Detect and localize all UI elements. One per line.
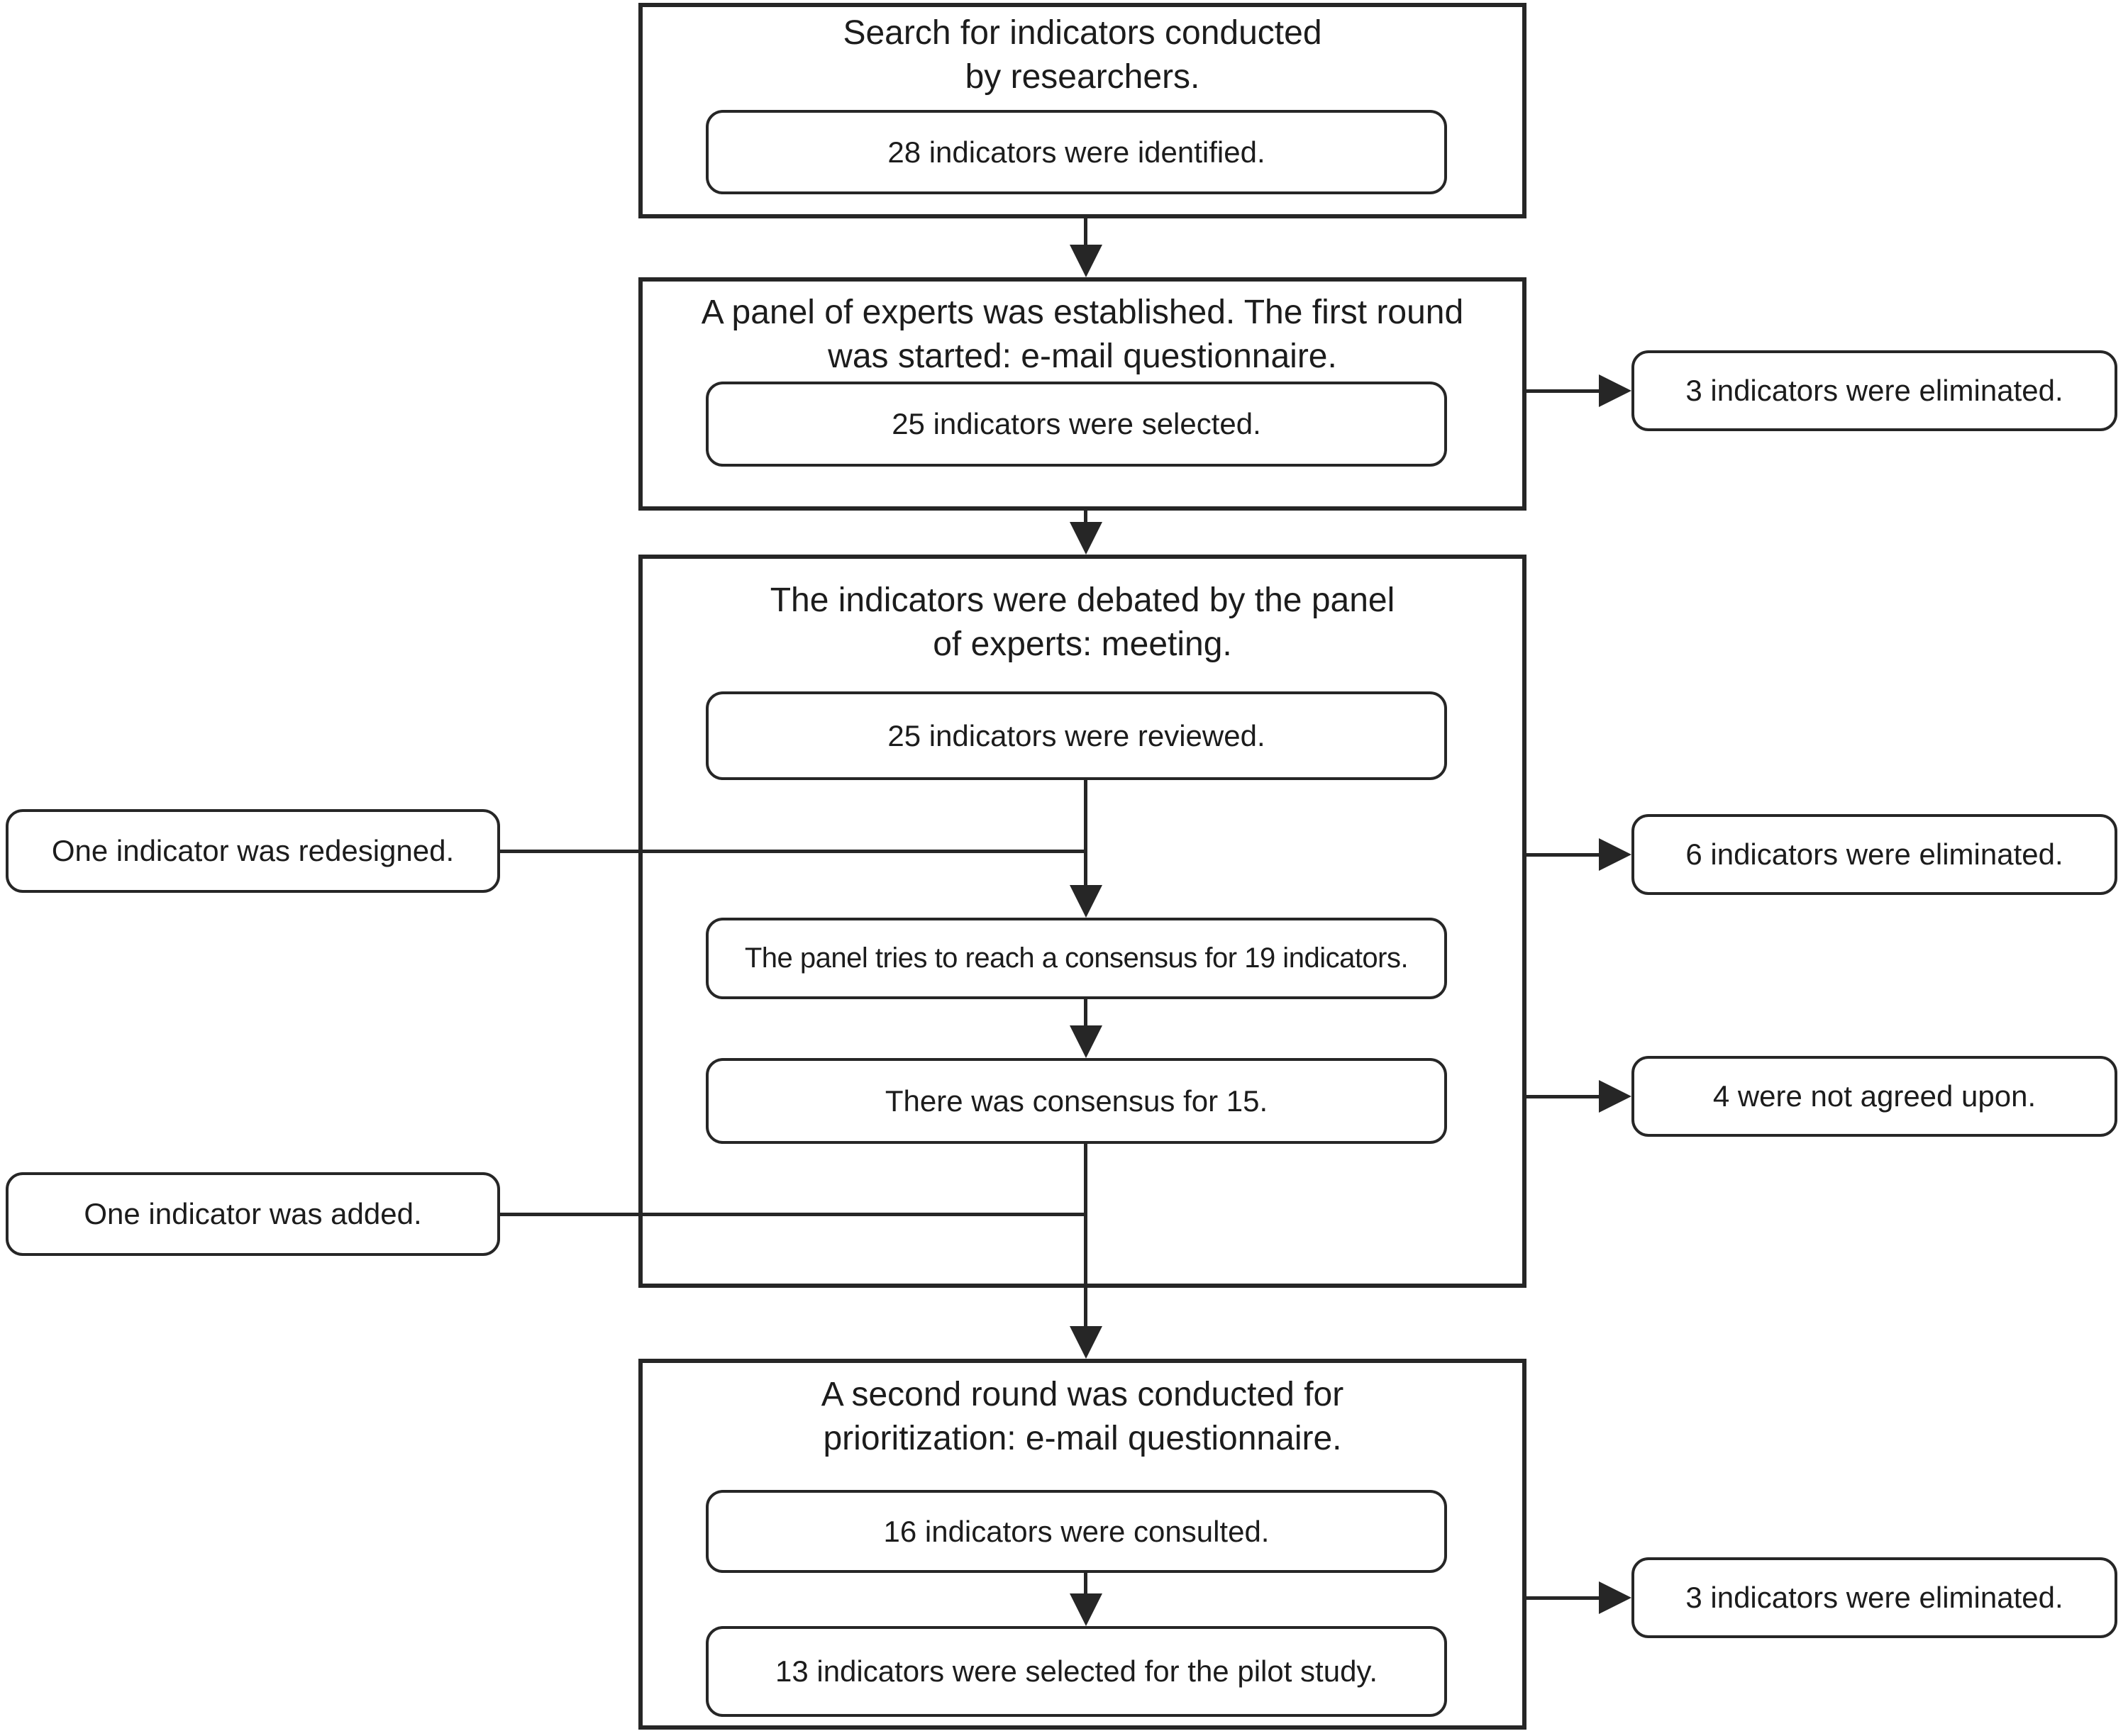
stage4-title-line2: prioritization: e-mail questionnaire. [823,1420,1342,1457]
stage3-title-line1: The indicators were debated by the panel [770,582,1395,619]
stage3-not-agreed-text: 4 were not agreed upon. [1712,1079,2036,1113]
connector-try-consensus-arrowhead [1070,1025,1102,1058]
stage3-redesigned-text: One indicator was redesigned. [51,834,455,867]
stage3-added-text: One indicator was added. [84,1197,422,1230]
connector-stage2-eliminated-arrowhead [1599,374,1631,407]
stage4-consulted-text: 16 indicators were consulted. [883,1514,1270,1548]
stage2-title-line2: was started: e-mail questionnaire. [828,338,1337,375]
stage3-added-box: One indicator was added. [6,1172,500,1256]
stage1-result-text: 28 indicators were identified. [887,135,1265,169]
connector-redesigned-line [500,850,1087,853]
stage2-eliminated-box: 3 indicators were eliminated. [1631,350,2117,431]
connector-stage2-stage3-line [1084,511,1087,523]
connector-stage3-stage4-arrowhead [1070,1326,1102,1359]
connector-stage3-eliminated-arrowhead [1599,838,1631,871]
connector-not-agreed-arrowhead [1599,1080,1631,1113]
stage3-consensus-try-text: The panel tries to reach a consensus for… [744,942,1409,974]
connector-stage2-stage3-arrowhead [1070,522,1102,555]
stage1-title: Search for indicators conducted by resea… [638,11,1526,99]
connector-reviewed-consensus-arrowhead [1070,885,1102,918]
stage3-reviewed-box: 25 indicators were reviewed. [706,691,1447,780]
stage4-title: A second round was conducted for priorit… [638,1373,1526,1461]
connector-try-consensus-line [1084,999,1087,1027]
stage4-consulted-box: 16 indicators were consulted. [706,1490,1447,1573]
connector-stage1-stage2-arrowhead [1070,245,1102,277]
stage4-selected-text: 13 indicators were selected for the pilo… [775,1654,1378,1688]
stage3-reviewed-text: 25 indicators were reviewed. [887,718,1265,752]
stage1-result-box: 28 indicators were identified. [706,110,1447,194]
stage3-eliminated-box: 6 indicators were eliminated. [1631,814,2117,895]
stage3-not-agreed-box: 4 were not agreed upon. [1631,1056,2117,1137]
stage3-consensus-text: There was consensus for 15. [885,1084,1268,1118]
stage2-result-text: 25 indicators were selected. [892,407,1261,440]
stage3-eliminated-text: 6 indicators were eliminated. [1685,838,2063,871]
stage4-eliminated-box: 3 indicators were eliminated. [1631,1557,2117,1638]
stage4-eliminated-text: 3 indicators were eliminated. [1685,1581,2063,1614]
stage3-redesigned-box: One indicator was redesigned. [6,809,500,893]
connector-stage3-stage4-line [1084,1144,1087,1328]
connector-not-agreed-line [1526,1095,1600,1098]
connector-stage3-eliminated-line [1526,853,1600,857]
stage3-title: The indicators were debated by the panel… [638,579,1526,667]
connector-consulted-selected-arrowhead [1070,1593,1102,1626]
stage4-title-line1: A second round was conducted for [821,1376,1344,1413]
stage2-result-box: 25 indicators were selected. [706,382,1447,467]
stage3-title-line2: of experts: meeting. [933,625,1232,663]
stage2-title-line1: A panel of experts was established. The … [701,294,1464,331]
connector-stage4-eliminated-arrowhead [1599,1581,1631,1614]
stage1-title-line1: Search for indicators conducted [843,14,1322,52]
stage2-title: A panel of experts was established. The … [638,291,1526,379]
stage3-consensus-box: There was consensus for 15. [706,1058,1447,1144]
stage4-selected-box: 13 indicators were selected for the pilo… [706,1626,1447,1717]
connector-reviewed-consensus-line [1084,780,1087,886]
connector-stage2-eliminated-line [1526,389,1600,393]
connector-consulted-selected-line [1084,1573,1087,1595]
stage1-title-line2: by researchers. [965,58,1200,96]
connector-stage4-eliminated-line [1526,1596,1600,1600]
stage2-eliminated-text: 3 indicators were eliminated. [1685,374,2063,407]
stage3-consensus-try-box: The panel tries to reach a consensus for… [706,918,1447,999]
connector-added-line [500,1213,1087,1216]
connector-stage1-stage2-line [1084,218,1087,247]
